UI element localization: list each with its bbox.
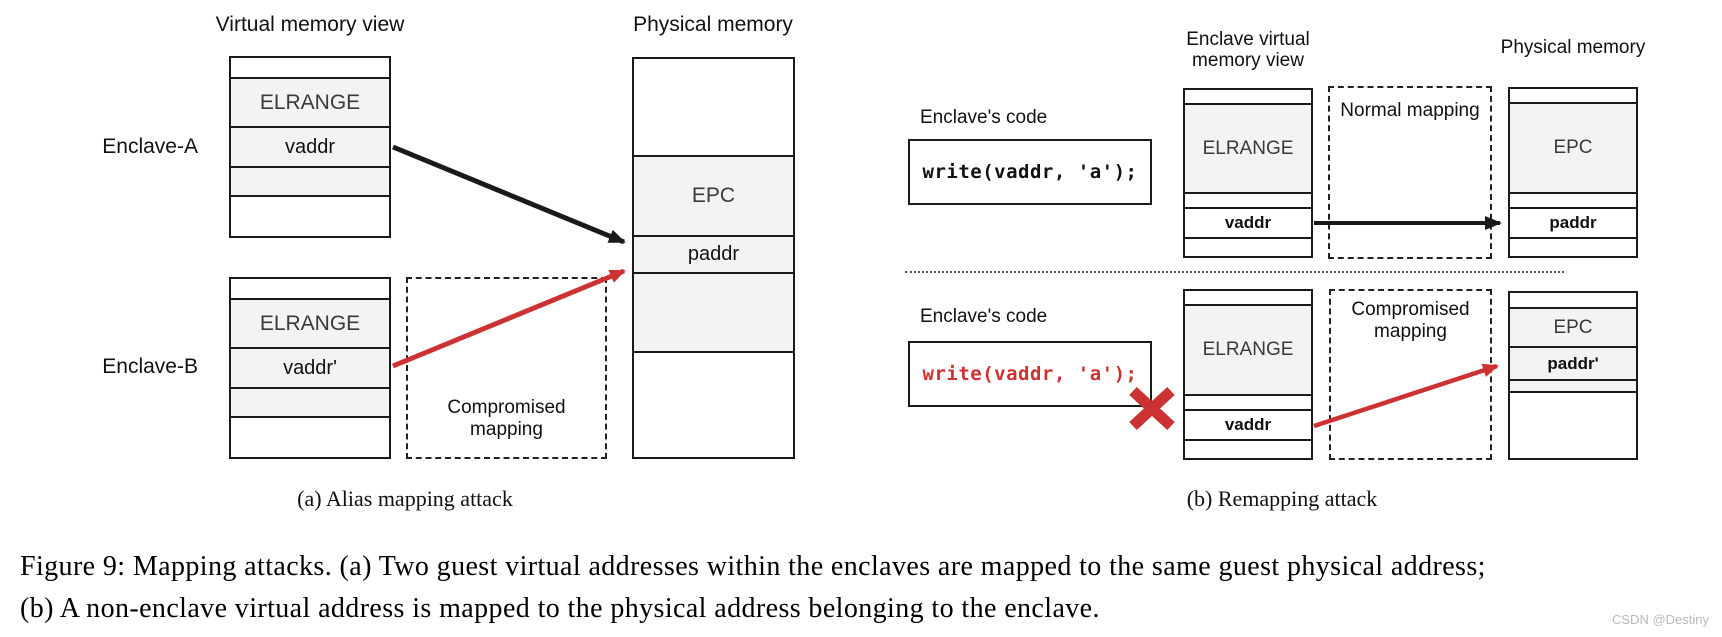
enclave-code-box-bottom: write(vaddr, 'a'); [908, 341, 1152, 407]
figure-caption-line1: Figure 9: Mapping attacks. (a) Two guest… [20, 551, 1486, 582]
enclave-code-box-top: write(vaddr, 'a'); [908, 139, 1152, 205]
enclave-b-memory-box: ELRANGE vaddr' [229, 277, 391, 459]
paddr-label-a: paddr [687, 243, 740, 265]
normal-mapping-box: Normal mapping [1328, 86, 1492, 259]
code-text-top: write(vaddr, 'a'); [922, 161, 1138, 183]
enclave-a-memory-box: ELRANGE vaddr [229, 56, 391, 238]
enclave-virtual-memory-box: ELRANGE vaddr [1183, 88, 1313, 258]
enclave-code-label-bottom: Enclave's code [920, 306, 1048, 327]
compromised-mapping-label-b: Compromised mapping [1351, 299, 1470, 342]
paddr-prime-label: paddr' [1547, 353, 1599, 373]
vaddr-label-b-bottom: vaddr [1224, 415, 1272, 434]
compromised-mapping-box-b: Compromised mapping [1329, 289, 1492, 460]
vaddr-label-a: vaddr [284, 135, 336, 158]
physical-memory-box-b-bottom: EPC paddr' [1508, 291, 1638, 460]
elrange-label-b-bottom: ELRANGE [1202, 339, 1294, 360]
watermark: CSDN @Destiny [1612, 612, 1709, 627]
virtual-memory-view-title: Virtual memory view [215, 13, 405, 36]
physical-memory-box-b-top: EPC paddr [1508, 87, 1638, 258]
epc-label-b-bottom: EPC [1553, 316, 1593, 338]
vaddr-prime-label: vaddr' [283, 356, 337, 379]
elrange-label-a: ELRANGE [259, 90, 361, 114]
epc-label-b-top: EPC [1553, 137, 1593, 158]
alias-mapping-arrow-black [392, 144, 626, 245]
panel-b-separator [905, 271, 1564, 273]
panel-b-caption: (b) Remapping attack [1186, 486, 1378, 511]
vaddr-label-b-top: vaddr [1224, 213, 1272, 232]
normal-mapping-label: Normal mapping [1340, 100, 1480, 121]
physical-memory-title-b: Physical memory [1500, 37, 1646, 58]
compromised-mapping-label-a: Compromised mapping [447, 397, 566, 440]
physical-memory-box-a: EPC paddr [632, 57, 795, 459]
enclave-virtual-memory-box-bottom: ELRANGE vaddr [1183, 289, 1313, 460]
compromised-mapping-box-a: Compromised mapping [406, 277, 607, 459]
enclave-b-label: Enclave-B [102, 355, 198, 378]
physical-memory-title-a: Physical memory [633, 13, 793, 36]
panel-a-caption: (a) Alias mapping attack [297, 486, 513, 511]
figure-caption-line2: (b) A non-enclave virtual address is map… [20, 593, 1100, 624]
enclave-code-label-top: Enclave's code [920, 107, 1048, 128]
elrange-label-b-top: ELRANGE [1202, 137, 1294, 159]
epc-label-a: EPC [691, 184, 736, 207]
paddr-label-b-top: paddr [1549, 213, 1597, 232]
elrange-label-b: ELRANGE [259, 311, 361, 335]
enclave-a-label: Enclave-A [102, 135, 198, 158]
code-text-bottom: write(vaddr, 'a'); [922, 363, 1138, 385]
enclave-virtual-memory-title: Enclave virtual memory view [1186, 29, 1310, 71]
